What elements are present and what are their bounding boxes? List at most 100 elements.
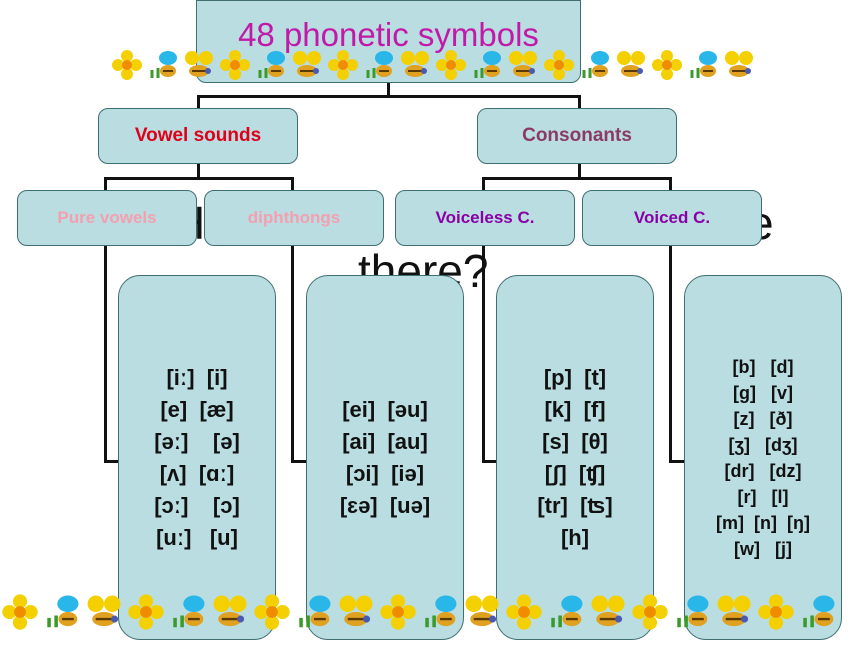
decoration-bottom [0,592,838,632]
consonants-label: Consonants [522,125,632,146]
bee-icon [551,595,583,628]
symbol-row: [g] [v] [733,382,793,403]
voiceless-label: Voiceless C. [435,208,535,227]
symbol-row: [s] [θ] [542,428,608,454]
bee-icon [150,51,177,78]
symbol-row: [iː] [i] [166,364,228,390]
bee-icon [474,51,501,78]
leader-voiced-foot [669,460,687,463]
symbol-row: [əː] [ə] [154,428,240,454]
daffodil-icon [220,50,250,80]
daffodil-icon [112,50,142,80]
daffodil-icon [2,594,38,630]
connector-top-horizontal [197,95,581,98]
symbol-row: [k] [f] [544,396,606,422]
symbol-row: [uː] [u] [156,524,238,550]
leader-diph [291,246,294,462]
symbol-row: [b] [d] [732,356,794,377]
symbol-row: [e] [æ] [160,396,234,422]
connector-title-down [387,82,390,96]
voiceless-column: [p] [t] [k] [f] [s] [θ] [ʃ] [ʧ] [tr] [ʦ]… [496,275,654,640]
butterfly-icon [717,595,751,627]
daffodil-icon [506,594,542,630]
leader-voiced [669,246,672,462]
connector-vowels-down [197,95,200,109]
voiced-label: Voiced C. [633,208,711,227]
symbol-row: [w] [j] [734,538,792,559]
symbol-row: [ʒ] [dʒ] [728,434,798,455]
symbol-row: [ei] [əu] [342,396,428,422]
butterfly-icon [725,51,753,77]
bee-icon [425,595,457,628]
butterfly-icon [339,595,373,627]
connector-diph-down [291,177,294,191]
butterfly-icon [185,51,213,77]
connector-consonants-stem [578,163,581,179]
daffodil-icon [254,594,290,630]
pure-vowels-column: [iː] [i] [e] [æ] [əː] [ə] [ʌ] [ɑː] [ɔː] … [118,275,276,640]
symbol-row: [ɔi] [iə] [345,460,425,486]
daffodil-icon [544,50,574,80]
pure-vowels-box: Pure vowels [17,190,197,246]
bee-icon [258,51,285,78]
daffodil-icon [328,50,358,80]
bee-icon [582,51,609,78]
bee-icon [173,595,205,628]
daffodil-icon [632,594,668,630]
bee-icon [299,595,331,628]
connector-pure-down [104,177,107,191]
symbol-row: [tr] [ʦ] [537,492,613,518]
leader-voiceless-foot [482,460,500,463]
daffodil-icon [436,50,466,80]
diphthongs-label: diphthongs [247,208,341,227]
leader-diph-foot [291,460,309,463]
leader-pure-foot [104,460,122,463]
daffodil-icon [652,50,682,80]
butterfly-icon [465,595,499,627]
connector-vowels-horizontal [104,177,294,180]
symbol-row: [dr] [dz] [724,460,802,481]
vowel-sounds-box: Vowel sounds [98,108,298,164]
daffodil-icon [380,594,416,630]
page-title: 48 phonetic symbols [238,15,539,53]
leader-voiceless [482,246,485,462]
pure-vowels-label: Pure vowels [57,208,157,227]
butterfly-icon [87,595,121,627]
connector-vowels-stem [197,163,200,179]
consonants-box: Consonants [477,108,677,164]
symbol-row: [z] [ð] [733,408,793,429]
symbol-row: [ai] [au] [342,428,428,454]
butterfly-icon [213,595,247,627]
butterfly-icon [617,51,645,77]
symbol-row: [p] [t] [543,364,607,390]
butterfly-icon [401,51,429,77]
vowel-sounds-label: Vowel sounds [134,125,262,146]
butterfly-icon [293,51,321,77]
bee-icon [803,595,835,628]
symbol-row: [m] [n] [ŋ] [716,512,810,533]
symbol-row: [r] [l] [737,486,789,507]
diphthongs-box: diphthongs [204,190,384,246]
voiceless-box: Voiceless C. [395,190,575,246]
symbol-row: [ʃ] [ʧ] [544,460,606,486]
diphthongs-column: [ei] [əu] [ai] [au] [ɔi] [iə] [ɛə] [uə] [306,275,464,640]
bee-icon [677,595,709,628]
connector-consonants-horizontal [482,177,672,180]
voiced-column: [b] [d] [g] [v] [z] [ð] [ʒ] [dʒ] [dr] [d… [684,275,842,640]
symbol-row: [ɔː] [ɔ] [154,492,240,518]
leader-pure [104,246,107,462]
voiced-box: Voiced C. [582,190,762,246]
connector-consonants-down [578,95,581,109]
butterfly-icon [591,595,625,627]
bee-icon [366,51,393,78]
bee-icon [690,51,717,78]
butterfly-icon [509,51,537,77]
symbol-row: [ʌ] [ɑː] [159,460,235,486]
bee-icon [47,595,79,628]
connector-voiceless-down [482,177,485,191]
connector-voiced-down [669,177,672,191]
symbol-row: [ɛə] [uə] [339,492,431,518]
symbol-row: [h] [560,524,590,550]
daffodil-icon [758,594,794,630]
daffodil-icon [128,594,164,630]
